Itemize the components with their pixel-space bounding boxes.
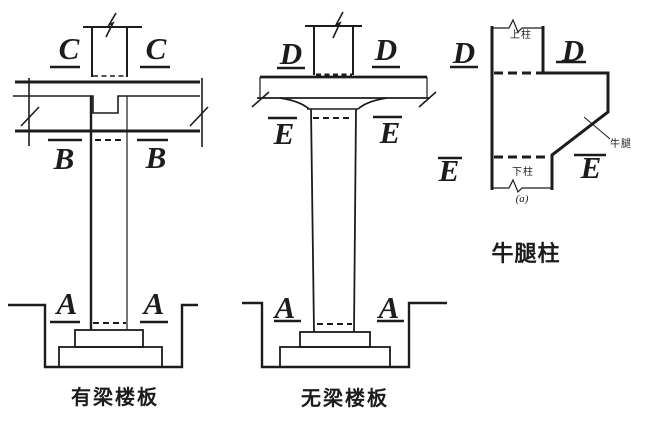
break-mark-icon	[105, 12, 117, 38]
flat-slab-diagram	[242, 11, 447, 369]
section-label-d-right: D	[374, 32, 398, 67]
bottom-break-line	[492, 178, 552, 194]
caption-corbel-column: 牛腿柱	[491, 241, 561, 266]
upper-column-edges	[313, 26, 354, 75]
top-break-line	[492, 18, 543, 34]
corbel-outline	[541, 71, 610, 190]
caption-flat-slab: 无梁楼板	[301, 388, 389, 410]
section-label-b-left: B	[53, 141, 75, 176]
upper-column-note: 上柱	[510, 30, 532, 41]
upper-column-edges	[91, 27, 128, 77]
corbel-leader-line	[583, 116, 611, 140]
slab-edge-lines	[259, 77, 428, 98]
section-label-d-left: D	[279, 36, 303, 71]
ground-pit-line	[8, 303, 198, 369]
section-cut-lines	[268, 65, 404, 323]
section-cut-lines	[438, 60, 606, 160]
section-label-e-left-corbel: E	[438, 153, 460, 188]
section-label-a-left-flat: A	[274, 290, 296, 325]
footing-upper-step	[74, 329, 144, 348]
footing-lower-step	[58, 346, 163, 368]
lower-column-note: 下柱	[512, 167, 534, 178]
footing-lower-step	[279, 346, 391, 368]
section-label-a-left: A	[56, 286, 78, 321]
section-label-e-right: E	[379, 115, 401, 150]
ground-pit-line	[242, 301, 447, 369]
column-capital-flare	[279, 97, 388, 110]
break-slash-icons	[20, 106, 209, 127]
section-label-a-right-flat: A	[378, 290, 400, 325]
beam-slab-diagram	[8, 12, 209, 369]
section-label-d-left-corbel: D	[452, 35, 476, 70]
beam-soffit-line	[13, 95, 200, 114]
section-label-e-right-corbel: E	[580, 150, 602, 185]
section-label-e-left: E	[273, 116, 295, 151]
break-slash-icons	[251, 91, 437, 108]
section-label-a-right: A	[143, 286, 165, 321]
section-label-c-left: C	[58, 31, 80, 66]
section-label-d-right-corbel: D	[561, 33, 585, 68]
footing-upper-step	[299, 331, 371, 348]
caption-beam-slab: 有梁楼板	[71, 387, 159, 409]
section-label-b-right: B	[145, 140, 167, 175]
lower-column-edges	[310, 108, 357, 333]
subfigure-label: (a)	[515, 193, 529, 205]
corbel-note: 牛腿	[610, 139, 632, 150]
section-cut-lines	[48, 65, 170, 324]
corbel-column-diagram	[438, 18, 611, 194]
section-label-c-right: C	[145, 31, 167, 66]
break-mark-icon	[332, 11, 344, 39]
